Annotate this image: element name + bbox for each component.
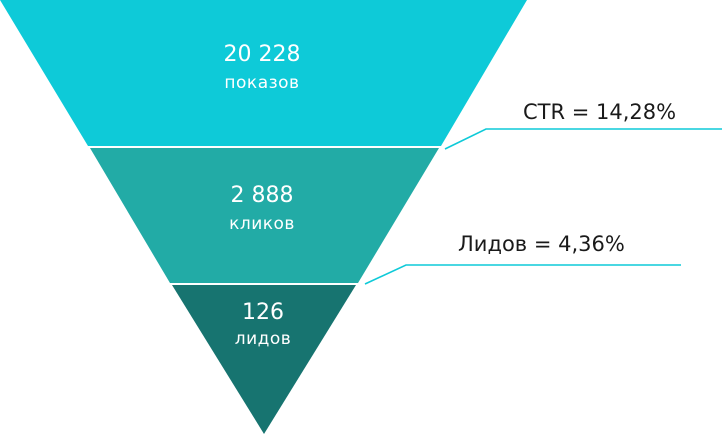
stage-value-leads: 126 — [242, 300, 284, 325]
annotation-ctr-leader-line — [444, 128, 722, 150]
annotation-leads-rate: Лидов = 4,36% — [364, 232, 681, 285]
funnel-stage-impressions: 20 228 показов — [0, 0, 527, 146]
stage-value-clicks: 2 888 — [231, 183, 294, 208]
funnel-stage-clicks: 2 888 кликов — [90, 148, 439, 283]
funnel-segment-clicks — [90, 148, 439, 283]
annotation-leads-rate-leader-line — [364, 264, 681, 285]
annotation-ctr-label: CTR = 14,28% — [523, 100, 676, 124]
annotation-ctr: CTR = 14,28% — [444, 100, 722, 150]
stage-value-impressions: 20 228 — [224, 42, 301, 67]
stage-unit-clicks: кликов — [229, 214, 295, 234]
funnel-stage-leads: 126 лидов — [172, 285, 356, 434]
funnel-segment-leads — [172, 285, 356, 434]
stage-unit-impressions: показов — [224, 73, 299, 93]
annotation-leads-rate-label: Лидов = 4,36% — [458, 232, 625, 256]
funnel-segment-impressions — [0, 0, 527, 146]
stage-unit-leads: лидов — [235, 329, 292, 349]
